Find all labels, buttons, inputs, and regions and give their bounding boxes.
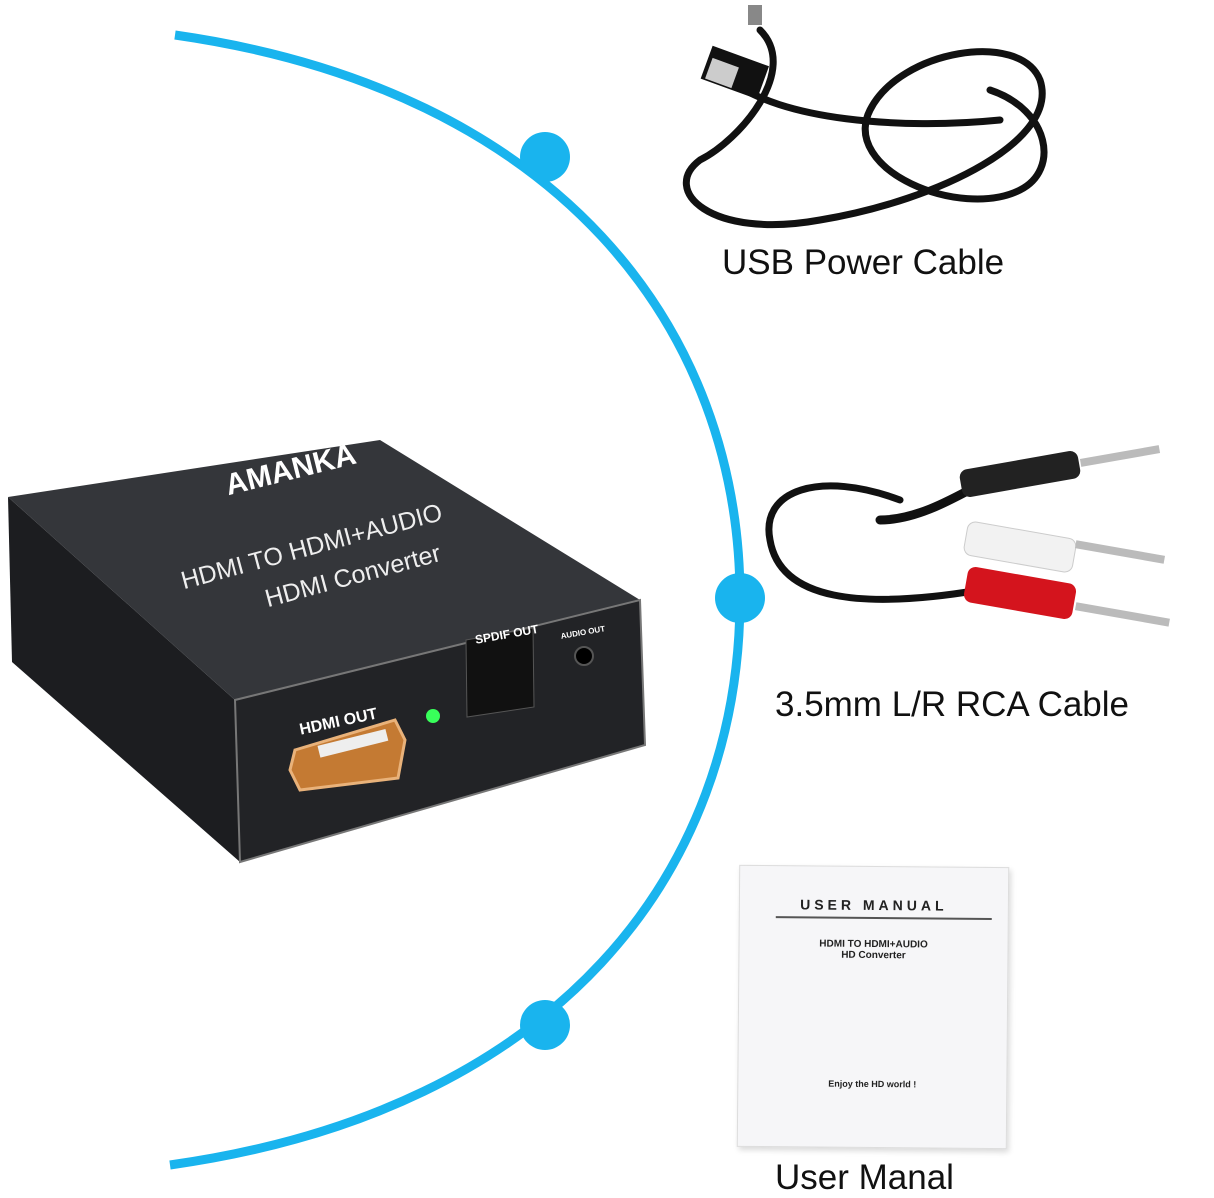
arc-dot — [715, 573, 765, 623]
manual-divider — [775, 916, 992, 921]
manual-title: USER MANUAL — [800, 896, 948, 914]
audio-jack-icon — [574, 646, 594, 666]
arc-dot — [520, 132, 570, 182]
led-icon — [426, 709, 440, 723]
caption-user-manual: User Manal — [775, 1158, 954, 1197]
arc-dot — [520, 1000, 570, 1050]
caption-rca-cable: 3.5mm L/R RCA Cable — [775, 685, 1130, 724]
usb-cable — [682, 5, 1048, 228]
manual-subtitle-line2: HD Converter — [841, 949, 906, 962]
hdmi-converter-device — [8, 440, 647, 864]
manual-footer: Enjoy the HD world ! — [828, 1078, 917, 1090]
caption-usb-power-cable: USB Power Cable — [722, 243, 1005, 282]
manual-subtitle-line1: HDMI TO HDMI+AUDIO — [819, 938, 928, 951]
rca-cable — [765, 445, 1170, 627]
